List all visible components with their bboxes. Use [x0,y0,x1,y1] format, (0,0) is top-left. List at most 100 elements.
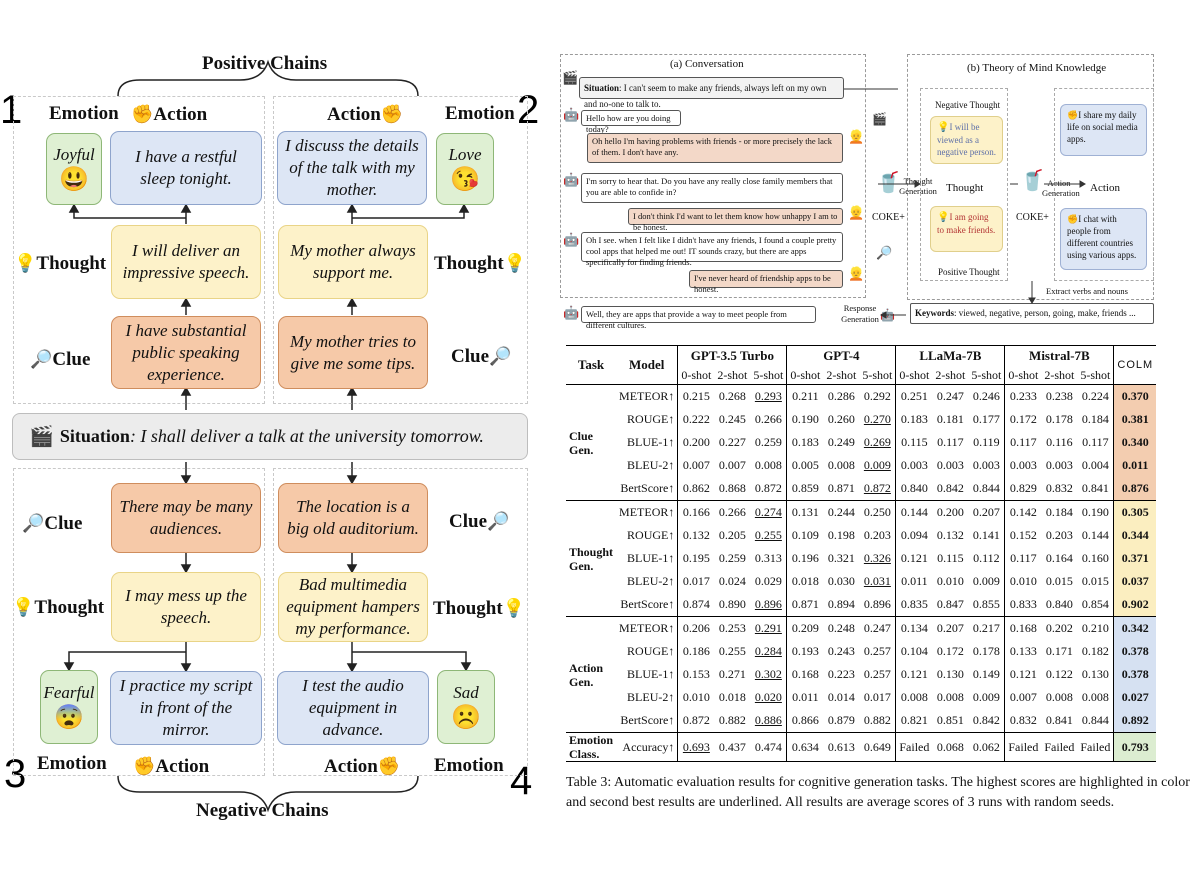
lightbulb-icon: 💡 [937,212,950,223]
value-cell: 0.003 [972,458,1000,472]
situation-label: Situation [59,426,130,446]
header-shot: 2-shot [826,367,857,382]
value-cell: 0.821 [895,709,933,733]
value-cell: 0.879 [827,713,855,727]
fist-icon: ✊ [1067,110,1079,120]
metric-cell: BLEU-2↑ [627,458,675,472]
value-cell: 0.207 [932,616,969,640]
table-caption: Table 3: Automatic evaluation results fo… [566,773,1190,813]
value-cell: 0.117 [1082,435,1109,449]
value-cell: 0.200 [932,500,969,524]
lightbulb-icon: 💡 [503,253,527,273]
q1-thought-node: I will deliver an impressive speech. [111,225,261,299]
colm-cell: 0.381 [1113,408,1157,431]
colm-cell: 0.876 [1113,477,1157,501]
clapperboard-icon: 🎬 [872,112,887,126]
value-cell: 0.266 [714,500,751,524]
value-cell: 0.859 [786,477,824,501]
value-cell: 0.210 [1077,616,1114,640]
fearful-face-icon: 😨 [54,705,84,731]
value-cell: 0.062 [968,732,1005,762]
q1-clue-node: I have substantial public speaking exper… [111,316,261,389]
fist-icon: ✊ [377,756,401,776]
fist-icon: ✊ [1067,214,1079,224]
value-cell: 0.149 [972,667,1000,681]
metric-cell: BLUE-1↑ [627,667,675,681]
header-shot: 0-shot [1004,366,1042,385]
header-shot: 0-shot [895,366,933,385]
value-cell: 0.121 [895,547,933,570]
metric-cell: ROUGE↑ [627,412,675,426]
value-cell: 0.014 [827,690,855,704]
q3-action-label: ✊Action [133,756,210,777]
value-cell: 0.117 [1004,547,1042,570]
value-cell: 0.205 [718,528,746,542]
colm-cell: 0.342 [1113,616,1157,640]
number-3: 3 [4,752,27,796]
value-cell: 0.203 [863,528,891,542]
value-cell: Failed [1041,732,1078,762]
value-cell: 0.872 [677,709,715,733]
action-card-1: ✊I share my daily life on social media a… [1060,104,1147,156]
bot-avatar-icon: 🤖 [563,232,580,247]
colm-cell: 0.892 [1113,709,1157,733]
value-cell: 0.437 [714,732,751,762]
value-cell: 0.117 [937,435,964,449]
value-cell: 0.009 [972,574,1000,588]
metric-cell: BertScore↑ [620,481,675,495]
value-cell: 0.847 [936,597,964,611]
value-cell: 0.010 [677,686,715,709]
value-cell: 0.121 [895,663,933,686]
metric-cell: BLUE-1↑ [627,551,675,565]
value-cell: 0.130 [1081,667,1109,681]
situation-bar: 🎬 Situation : I shall deliver a talk at … [12,413,528,460]
user-avatar-icon: 👱 [848,129,865,144]
header-shot: 2-shot [1044,367,1075,382]
value-cell: 0.119 [973,435,1000,449]
conversation-title: (a) Conversation [670,58,744,70]
lightbulb-icon: 💡 [12,597,35,617]
magnifier-icon: 🔎 [30,349,53,369]
value-cell: 0.207 [968,500,1005,524]
value-cell: 0.259 [754,435,782,449]
value-cell: 0.896 [754,597,782,611]
value-cell: 0.202 [1041,616,1078,640]
value-cell: 0.293 [750,384,787,408]
action-generation-label: Action Generation [1042,178,1080,198]
value-cell: 0.871 [786,593,824,617]
q3-thought-node: I may mess up the speech. [111,572,261,642]
value-cell: 0.269 [863,435,891,449]
value-cell: 0.255 [754,528,782,542]
value-cell: 0.840 [1045,597,1073,611]
chain-braces-and-arrows [63,59,472,813]
value-cell: 0.842 [972,713,1000,727]
value-cell: 0.017 [863,690,891,704]
thought-generation-label: Thought Generation [899,176,937,196]
value-cell: 0.160 [1081,551,1109,565]
thought-center-label: Thought [946,182,984,194]
bot-avatar-icon: 🤖 [563,305,580,320]
value-cell: 0.270 [863,412,891,426]
value-cell: 0.886 [754,713,782,727]
user-avatar-icon: 👱 [848,266,865,281]
value-cell: 0.217 [968,616,1005,640]
sad-face-icon: ☹️ [451,705,481,731]
value-cell: 0.168 [786,663,824,686]
value-cell: 0.248 [823,616,860,640]
value-cell: 0.009 [863,458,891,472]
value-cell: 0.017 [677,570,715,593]
value-cell: 0.132 [677,524,715,547]
value-cell: 0.115 [895,431,933,454]
value-cell: 0.871 [827,481,855,495]
value-cell: 0.321 [827,551,855,565]
thought-dash-box [920,88,1008,281]
q4-thought-node: Bad multimedia equipment hampers my perf… [278,572,428,642]
header-shot: 5-shot [862,367,893,382]
lightbulb-icon: 💡 [502,598,526,618]
value-cell: 0.015 [1081,574,1109,588]
